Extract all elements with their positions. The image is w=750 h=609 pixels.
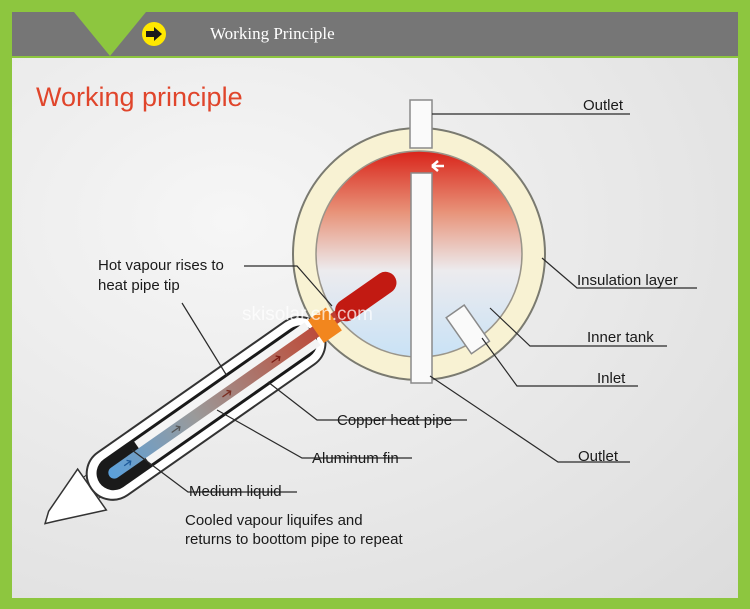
label-outlet-bottom: Outlet [578, 448, 619, 465]
header-bar: Working Principle [12, 12, 738, 56]
heat-pipe-condenser [335, 271, 397, 322]
vapour-arrow-3-icon [222, 389, 232, 398]
storage-tank [292, 99, 546, 384]
vapour-arrow-4-icon [271, 355, 281, 364]
diagram-heading: Working principle [36, 82, 243, 112]
label-inlet: Inlet [597, 370, 626, 387]
arrow-right-icon [142, 22, 166, 46]
label-outlet-top: Outlet [583, 97, 624, 114]
flow-arrow-icon [431, 160, 444, 172]
vapour-arrow-2-icon [171, 425, 181, 434]
label-copper-heat-pipe: Copper heat pipe [337, 412, 452, 429]
tube-tip [43, 467, 108, 525]
outlet-pipe-vertical [410, 172, 433, 384]
label-inner-tank: Inner tank [587, 329, 654, 346]
orange-fin-collar [307, 307, 342, 343]
inlet-pipe [445, 304, 491, 355]
label-aluminum-fin: Aluminum fin [312, 450, 399, 467]
label-cooled-2: returns to boottom pipe to repeat [185, 531, 403, 548]
label-hot-vapour-1: Hot vapour rises to [98, 257, 224, 274]
leader-lines [131, 113, 697, 493]
outlet-pipe-top [409, 99, 433, 149]
label-medium-liquid: Medium liquid [189, 483, 282, 500]
label-insulation-layer: Insulation layer [577, 272, 678, 289]
label-cooled-1: Cooled vapour liquifes and [185, 512, 363, 529]
vapour-arrow-1-icon [123, 459, 132, 467]
evacuated-tube [43, 271, 397, 525]
label-hot-vapour-2: heat pipe tip [98, 277, 180, 294]
diagram-panel: Working principle [12, 58, 738, 598]
solar-collector-diagram: Working principle [36, 82, 697, 548]
header-notch [74, 12, 146, 56]
watermark: skisolar.en.com [242, 304, 373, 325]
header-title: Working Principle [210, 24, 335, 43]
